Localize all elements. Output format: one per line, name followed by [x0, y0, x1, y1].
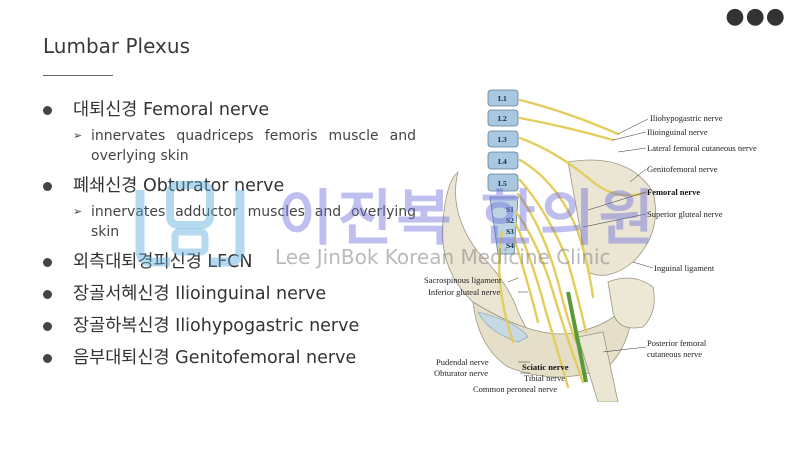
label-inguinal-ligament: Inguinal ligament	[654, 263, 715, 273]
label-inferior-gluteal: Inferior gluteal nerve	[428, 287, 500, 297]
bullet-text: 음부대퇴신경 Genitofemoral nerve	[73, 348, 357, 368]
sub-bullet-obturator: ➢ innervates adductor muscles and overlyi…	[43, 202, 416, 242]
vertebra-label: S3	[506, 227, 514, 236]
arrow-bullet-icon: ➢	[73, 129, 83, 142]
label-sacrospinous: Sacrospinous ligament	[424, 275, 502, 285]
label-posterior-femoral-2: cutaneous nerve	[647, 349, 702, 359]
slide-title: Lumbar Plexus	[43, 34, 190, 58]
vertebra-label: L5	[498, 179, 507, 188]
vertebra-label: L2	[498, 114, 507, 123]
bullet-text: 대퇴신경 Femoral nerve	[73, 100, 270, 120]
label-pudendal: Pudendal nerve	[436, 357, 489, 367]
bullet-ilioinguinal: 장골서혜신경 Ilioinguinal nerve	[43, 282, 433, 306]
bullet-dot-icon	[43, 322, 52, 331]
label-genitofemoral: Genitofemoral nerve	[647, 164, 718, 174]
sub-bullet-text: innervates quadriceps femoris muscle and…	[91, 128, 416, 164]
label-femoral: Femoral nerve	[647, 187, 700, 197]
vertebral-column: L1 L2 L3 L4 L5 S1 S2 S3 S4	[487, 89, 519, 255]
vertebra-label: S2	[506, 216, 514, 225]
bullet-dot-icon	[43, 182, 52, 191]
bullet-obturator: 폐쇄신경 Obturator nerve	[43, 174, 433, 198]
sub-bullet-femoral: ➢ innervates quadriceps femoris muscle an…	[43, 126, 416, 166]
arrow-bullet-icon: ➢	[73, 205, 83, 218]
vertebra-label: S4	[506, 241, 514, 250]
bullet-text: 장골서혜신경 Ilioinguinal nerve	[73, 284, 327, 304]
bullet-dot-icon	[43, 354, 52, 363]
label-iliohypogastric: Iliohypogastric nerve	[650, 113, 723, 123]
label-sciatic: Sciatic nerve	[522, 362, 569, 372]
bullet-femoral: 대퇴신경 Femoral nerve	[43, 98, 433, 122]
bullet-text: 장골하복신경 Iliohypogastric nerve	[73, 316, 360, 336]
vertebra-label: L3	[498, 135, 507, 144]
bullet-dot-icon	[43, 290, 52, 299]
vertebra-label: S1	[506, 205, 514, 214]
lumbar-plexus-illustration: L1 L2 L3 L4 L5 S1 S2 S3 S4 Il	[424, 89, 757, 402]
vertebra-label: L1	[498, 94, 507, 103]
label-ilioinguinal: Ilioinguinal nerve	[647, 127, 708, 137]
more-options-icon[interactable]: ●●●	[725, 4, 786, 29]
vertebra-label: L4	[498, 157, 507, 166]
label-common-peroneal: Common peroneal nerve	[473, 384, 557, 394]
label-superior-gluteal: Superior gluteal nerve	[647, 209, 723, 219]
bullet-iliohypogastric: 장골하복신경 Iliohypogastric nerve	[43, 314, 433, 338]
label-lateral-femoral-cutaneous: Lateral femoral cutaneous nerve	[647, 143, 757, 153]
label-posterior-femoral: Posterior femoral	[647, 338, 707, 348]
bullet-lfcn: 외측대퇴경피신경 LFCN	[43, 250, 433, 274]
bullet-text: 폐쇄신경 Obturator nerve	[73, 176, 285, 196]
label-tibial: Tibial nerve	[524, 373, 565, 383]
bullet-text: 외측대퇴경피신경 LFCN	[73, 252, 253, 272]
title-underline	[43, 75, 113, 76]
nerve-bundle	[498, 98, 650, 389]
bullet-dot-icon	[43, 106, 52, 115]
sub-bullet-text: innervates adductor muscles and overlyin…	[91, 204, 416, 240]
bullet-dot-icon	[43, 258, 52, 267]
label-obturator: Obturator nerve	[434, 368, 488, 378]
bullet-list: 대퇴신경 Femoral nerve ➢ innervates quadricep…	[43, 98, 433, 374]
bullet-genitofemoral: 음부대퇴신경 Genitofemoral nerve	[43, 346, 433, 370]
